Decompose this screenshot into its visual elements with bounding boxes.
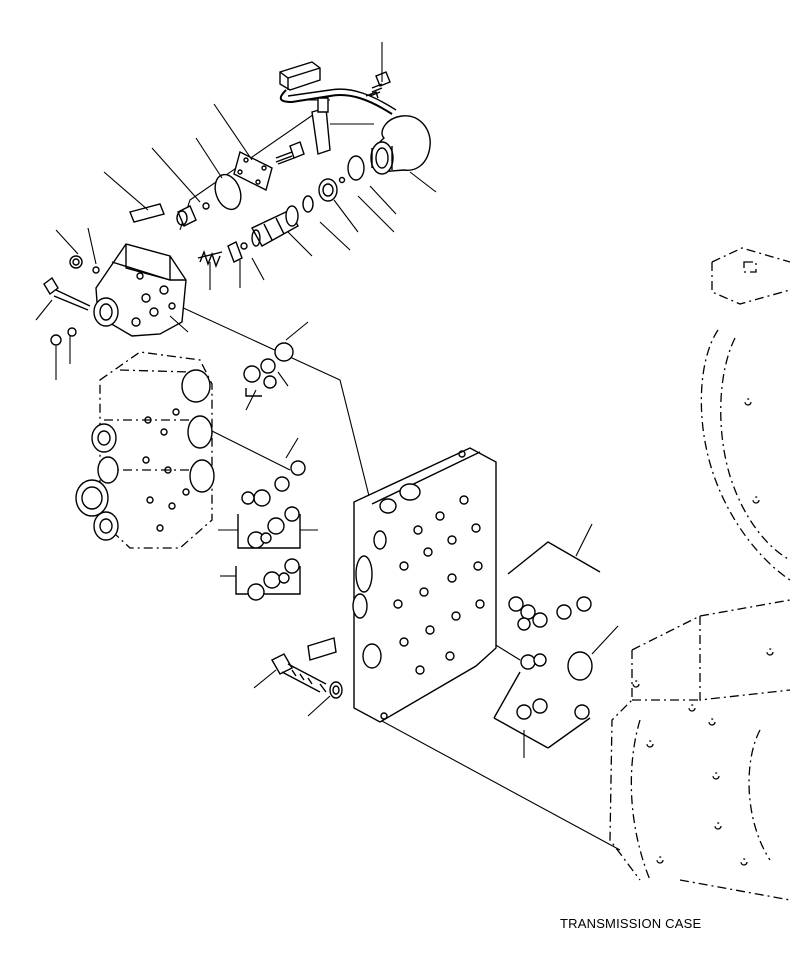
small-parts [70,142,364,273]
transmission-case-label: TRANSMISSION CASE [560,916,702,931]
right-o-ring-groups [494,542,600,748]
bolt-and-washer [272,638,342,698]
upper-valve-body [44,244,186,345]
callout-leaders [36,42,618,758]
transmission-case [610,248,790,900]
valve-stack [76,352,214,548]
alignment-lines [166,100,620,850]
o-ring-groups [236,343,305,600]
solenoid-harness [280,62,430,174]
separator-plate [353,448,496,722]
